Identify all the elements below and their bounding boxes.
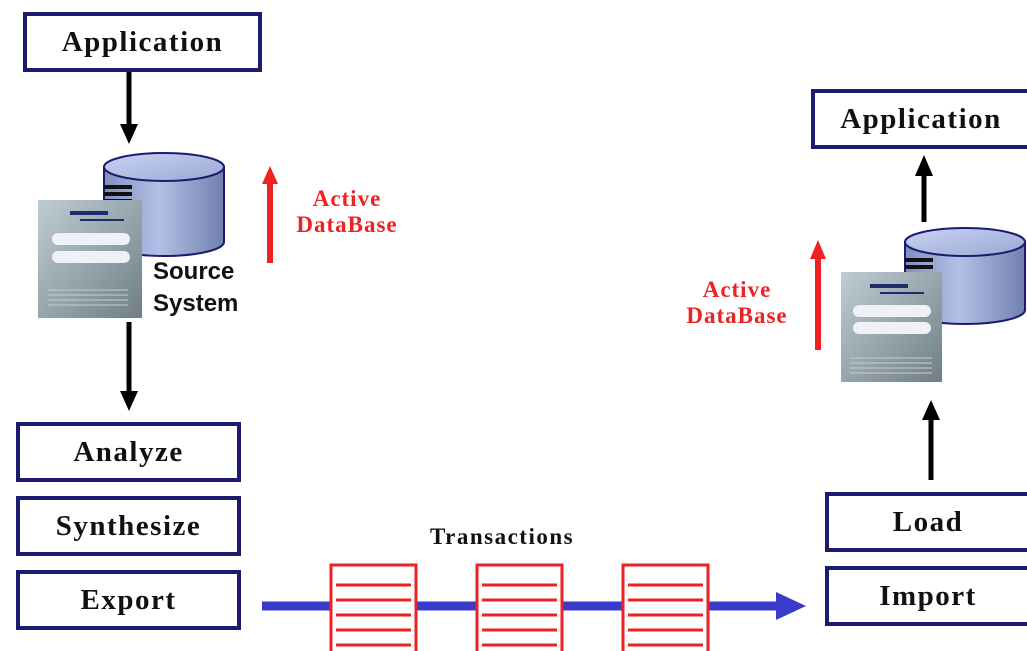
transaction-document-2 bbox=[475, 563, 564, 651]
target-active-database-label: Active DataBase bbox=[670, 277, 804, 329]
source-active-database-arrow bbox=[262, 166, 278, 263]
target-active-label-line2: DataBase bbox=[686, 303, 788, 328]
arrow-source-to-analyze bbox=[120, 322, 138, 411]
transactions-label: Transactions bbox=[430, 524, 575, 549]
source-system-label-line2: System bbox=[153, 290, 239, 317]
export-box: Export bbox=[16, 570, 241, 630]
arrow-target-db-to-app bbox=[915, 155, 933, 222]
transaction-document-1 bbox=[329, 563, 418, 651]
load-box: Load bbox=[825, 492, 1027, 552]
arrow-app-to-source-db bbox=[120, 70, 138, 144]
arrow-load-to-target-db bbox=[922, 400, 940, 480]
source-active-database-label: Active DataBase bbox=[282, 186, 412, 238]
source-system-label: Source System bbox=[153, 256, 238, 320]
synthesize-box: Synthesize bbox=[16, 496, 241, 556]
source-server bbox=[38, 185, 142, 318]
source-active-label-line1: Active bbox=[312, 186, 382, 211]
source-application-box: Application bbox=[23, 12, 262, 72]
import-box: Import bbox=[825, 566, 1027, 626]
analyze-box: Analyze bbox=[16, 422, 241, 482]
target-server bbox=[841, 258, 942, 382]
transaction-document-3 bbox=[621, 563, 710, 651]
source-system-label-line1: Source bbox=[153, 258, 235, 285]
source-active-label-line2: DataBase bbox=[296, 212, 398, 237]
target-active-label-line1: Active bbox=[702, 277, 772, 302]
target-active-database-arrow bbox=[810, 240, 826, 350]
target-application-box: Application bbox=[811, 89, 1027, 149]
